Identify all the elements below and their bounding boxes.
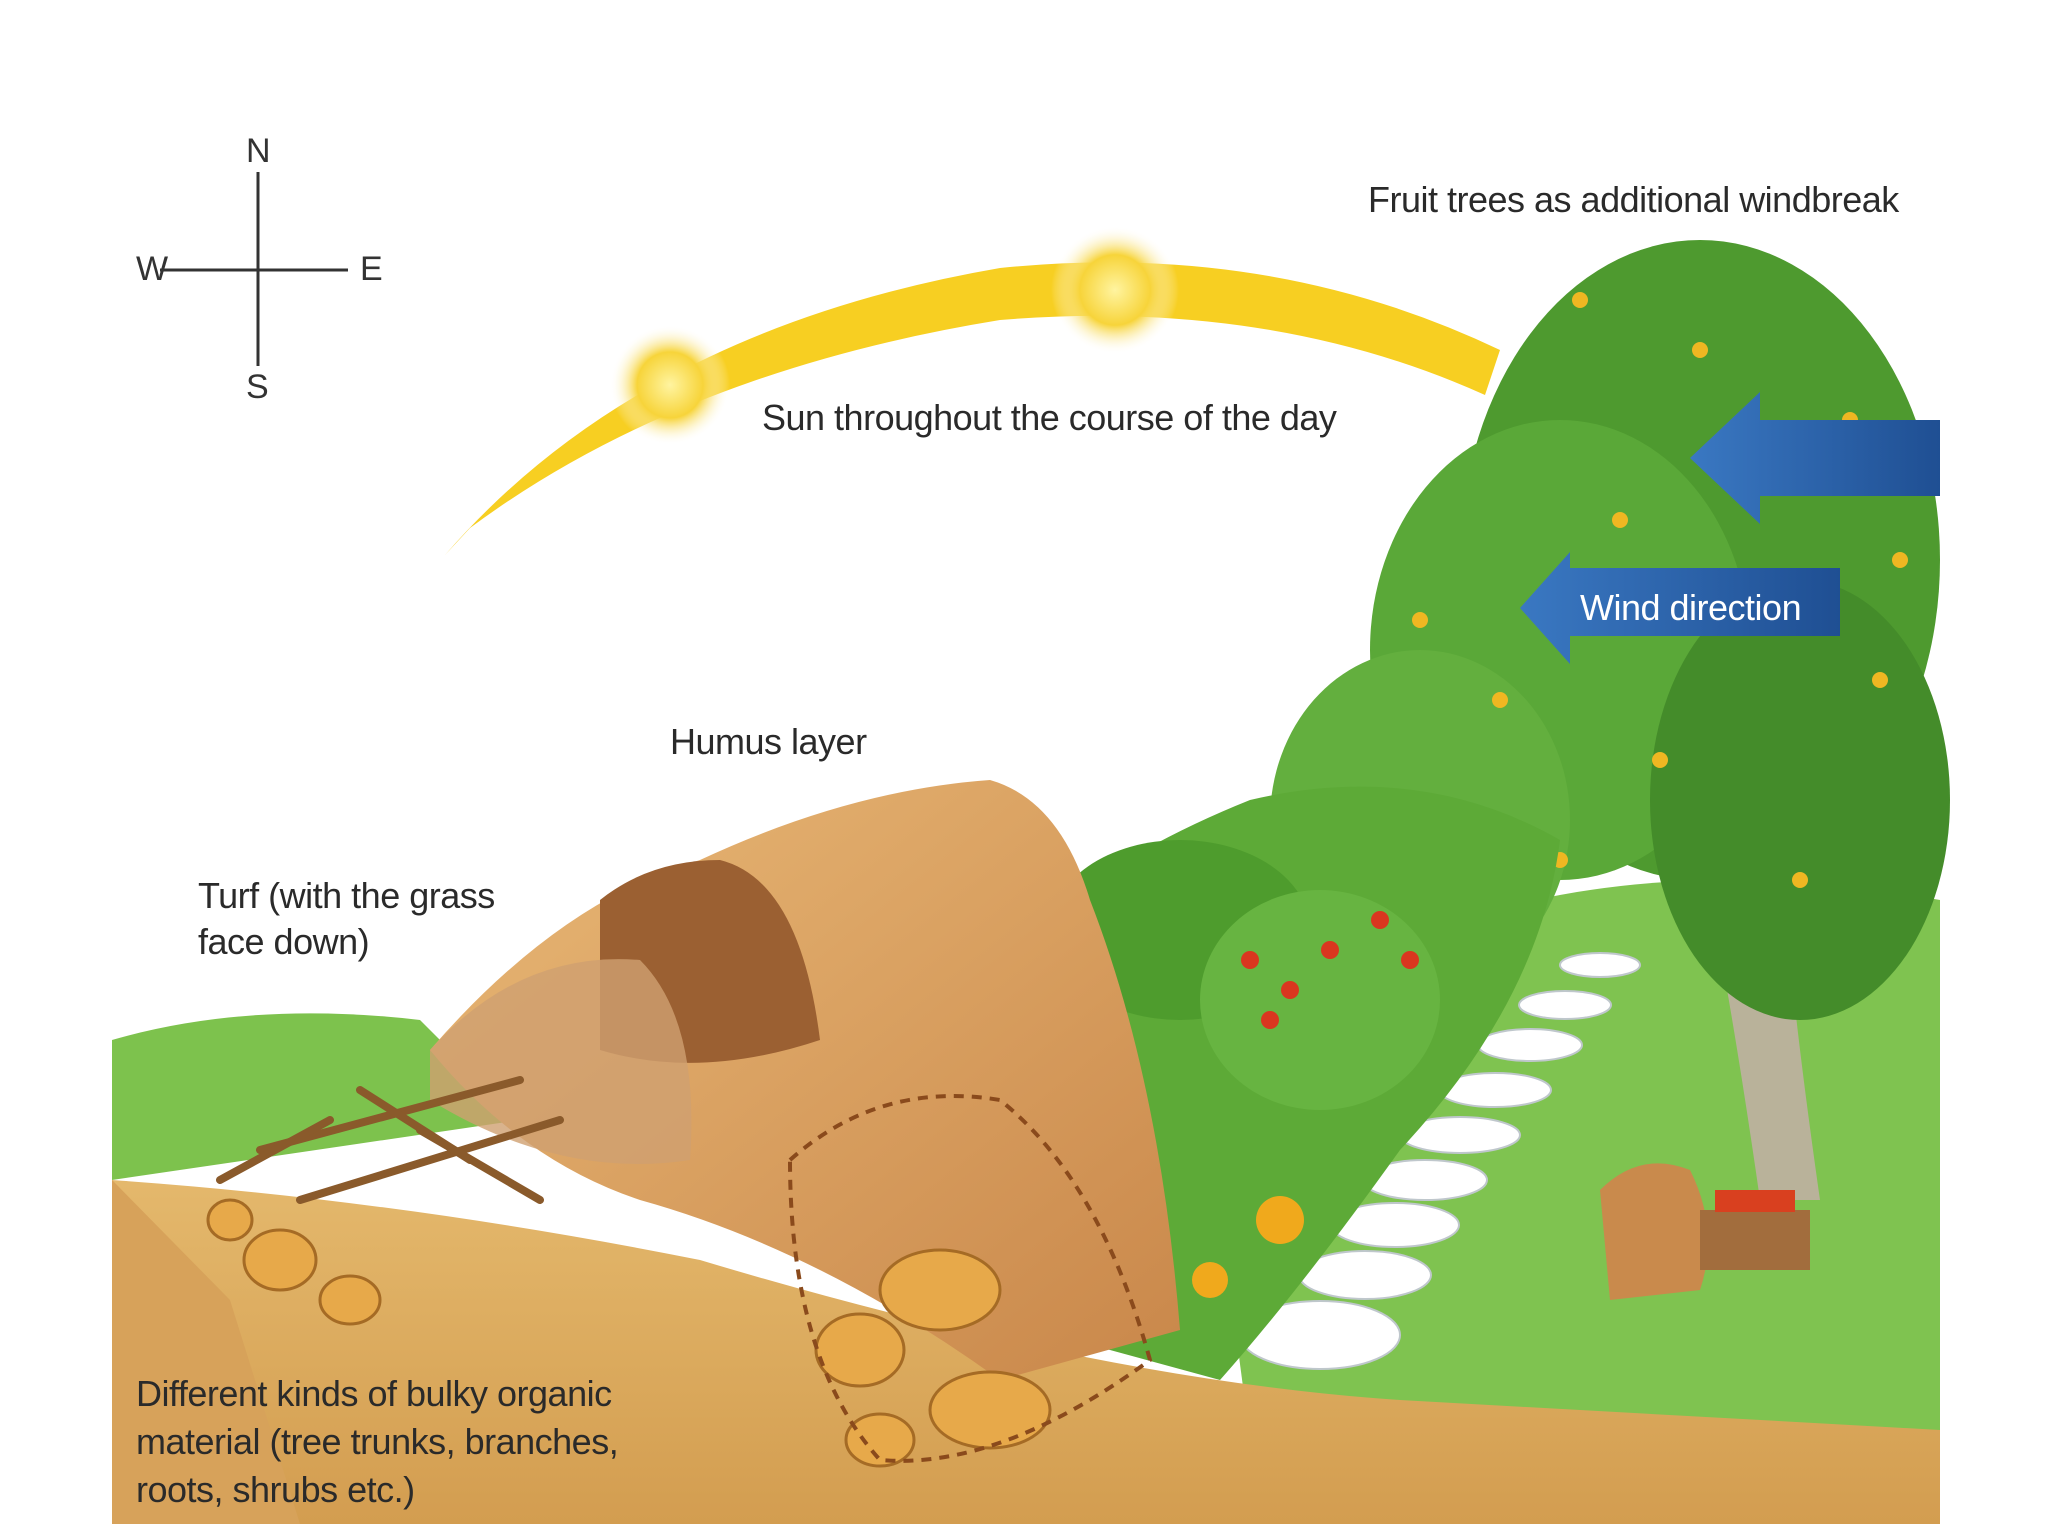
compass-north-label: N xyxy=(246,132,271,171)
sun-noon-icon xyxy=(1051,226,1179,354)
compass-south-label: S xyxy=(246,368,269,407)
turf-label-line2: face down) xyxy=(198,918,369,966)
organic-material-label-line1: Different kinds of bulky organic xyxy=(136,1370,612,1418)
organic-material-label-line2: material (tree trunks, branches, xyxy=(136,1418,618,1466)
organic-material-label-line3: roots, shrubs etc.) xyxy=(136,1466,415,1514)
humus-layer-label: Humus layer xyxy=(670,718,867,766)
compass xyxy=(160,172,348,366)
compass-west-label: W xyxy=(136,250,168,289)
sun-path-label: Sun throughout the course of the day xyxy=(762,394,1336,442)
wind-direction-label: Wind direction xyxy=(1580,584,1801,632)
sun-morning-icon xyxy=(610,325,730,445)
compass-east-label: E xyxy=(360,250,383,289)
turf-label-line1: Turf (with the grass xyxy=(198,872,495,920)
fruit-trees-label: Fruit trees as additional windbreak xyxy=(1368,176,1899,224)
